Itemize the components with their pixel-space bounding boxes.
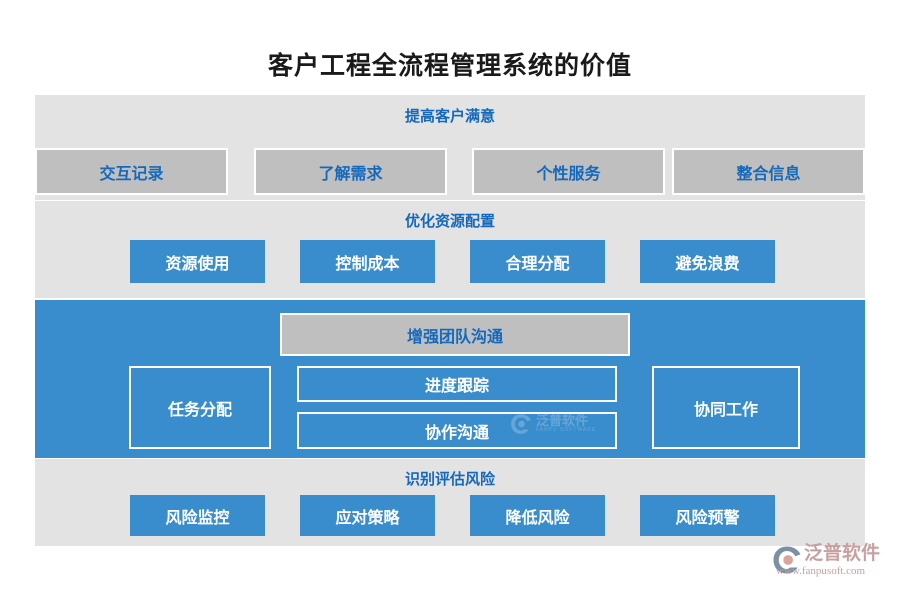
- box-understand-needs[interactable]: 了解需求: [254, 148, 447, 195]
- fanpu-logo: 泛普软件 www.fanpusoft.com: [772, 543, 890, 591]
- section-team-communication: 增强团队沟通 任务分配 进度跟踪 协作沟通 协同工作: [35, 300, 865, 458]
- box-reduce-risk[interactable]: 降低风险: [470, 495, 605, 536]
- box-interaction-record[interactable]: 交互记录: [35, 148, 228, 195]
- box-reasonable-allocation[interactable]: 合理分配: [470, 240, 605, 283]
- box-personalized-service[interactable]: 个性服务: [472, 148, 665, 195]
- section-risk-assessment: 识别评估风险 风险监控 应对策略 降低风险 风险预警: [35, 459, 865, 546]
- page-title: 客户工程全流程管理系统的价值: [267, 52, 632, 80]
- box-resource-usage[interactable]: 资源使用: [130, 240, 265, 283]
- fanpu-logo-url: www.fanpusoft.com: [776, 565, 866, 577]
- section-title-risk-assessment: 识别评估风险: [404, 471, 495, 488]
- box-risk-early-warning[interactable]: 风险预警: [640, 495, 775, 536]
- section-resource-optimization: 优化资源配置 资源使用 控制成本 合理分配 避免浪费: [35, 201, 865, 298]
- section-title-customer-satisfaction: 提高客户满意: [404, 108, 495, 125]
- section-title-team-communication: 增强团队沟通: [280, 313, 630, 356]
- box-cost-control[interactable]: 控制成本: [300, 240, 435, 283]
- box-progress-tracking[interactable]: 进度跟踪: [297, 366, 617, 402]
- section-customer-satisfaction: 提高客户满意 交互记录 了解需求 个性服务 整合信息: [35, 95, 865, 200]
- box-avoid-waste[interactable]: 避免浪费: [640, 240, 775, 283]
- box-integrate-information[interactable]: 整合信息: [672, 148, 865, 195]
- fanpu-logo-icon: [773, 546, 801, 574]
- box-task-assignment[interactable]: 任务分配: [129, 366, 271, 449]
- box-collaborative-communication[interactable]: 协作沟通: [297, 412, 617, 449]
- box-collaborative-work[interactable]: 协同工作: [652, 366, 800, 449]
- fanpu-logo-name: 泛普软件: [804, 543, 881, 564]
- box-risk-monitoring[interactable]: 风险监控: [130, 495, 265, 536]
- box-response-strategy[interactable]: 应对策略: [300, 495, 435, 536]
- section-title-resource-optimization: 优化资源配置: [404, 213, 495, 230]
